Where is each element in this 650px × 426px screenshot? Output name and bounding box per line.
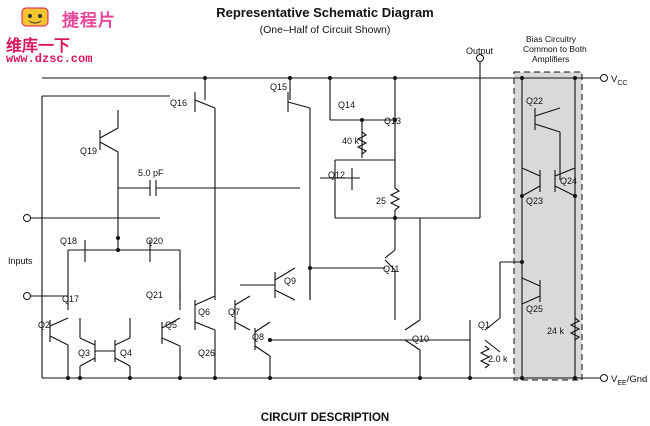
label-bias-line3: Amplifiers	[532, 54, 569, 64]
transistor-q18: Q18	[60, 236, 77, 246]
transistor-q16: Q16	[170, 98, 187, 108]
label-r2k: 2.0 k	[488, 354, 508, 364]
label-cap: 5.0 pF	[138, 168, 164, 178]
label-bias-line1: Bias Circuitry	[526, 34, 577, 44]
wiring	[30, 62, 600, 379]
transistor-q2: Q2	[38, 320, 50, 330]
transistor-q12: Q12	[328, 170, 345, 180]
watermark-site-name: 维库一下	[6, 36, 71, 55]
transistor-q1: Q1	[478, 320, 490, 330]
transistor-q10: Q10	[412, 334, 429, 344]
transistor-q26: Q26	[198, 348, 215, 358]
transistor-q7: Q7	[228, 307, 240, 317]
transistor-q11: Q11	[383, 264, 399, 274]
transistor-q8: Q8	[252, 332, 264, 342]
transistor-q4: Q4	[120, 348, 132, 358]
label-r40k: 40 k	[342, 136, 360, 146]
terminals	[23, 54, 608, 382]
transistor-q19: Q19	[80, 146, 97, 156]
label-bias-line2: Common to Both	[523, 44, 587, 54]
transistor-q9: Q9	[284, 276, 296, 286]
label-r24k: 24 k	[547, 326, 565, 336]
transistor-q6: Q6	[198, 307, 210, 317]
transistor-q15: Q15	[270, 82, 287, 92]
transistor-q22: Q22	[526, 96, 543, 106]
bias-region	[513, 71, 583, 381]
transistor-q17: Q17	[62, 294, 79, 304]
label-vcc: VCC	[611, 74, 627, 87]
transistor-q21: Q21	[146, 290, 163, 300]
label-inputs: Inputs	[8, 256, 33, 266]
transistor-q13: Q13	[384, 116, 401, 126]
label-r25: 25	[376, 196, 386, 206]
page-subtitle: (One–Half of Circuit Shown)	[259, 24, 391, 36]
transistor-q23: Q23	[526, 196, 543, 206]
label-vee: VEE/Gnd	[611, 374, 647, 387]
transistor-q5: Q5	[165, 320, 177, 330]
footer-title: CIRCUIT DESCRIPTION	[260, 412, 390, 424]
chip-mascot-icon	[21, 7, 49, 27]
transistor-q20: Q20	[146, 236, 163, 246]
page-title: Representative Schematic Diagram	[216, 5, 434, 20]
watermark-logo: 捷程片	[62, 11, 116, 31]
transistor-q3: Q3	[78, 348, 90, 358]
transistor-q14: Q14	[338, 100, 355, 110]
transistor-q24: Q24	[560, 176, 577, 186]
watermark-url: www.dzsc.com	[6, 52, 93, 66]
junction-dots	[66, 76, 577, 380]
label-output: Output	[466, 46, 494, 56]
transistor-q25: Q25	[526, 304, 543, 314]
